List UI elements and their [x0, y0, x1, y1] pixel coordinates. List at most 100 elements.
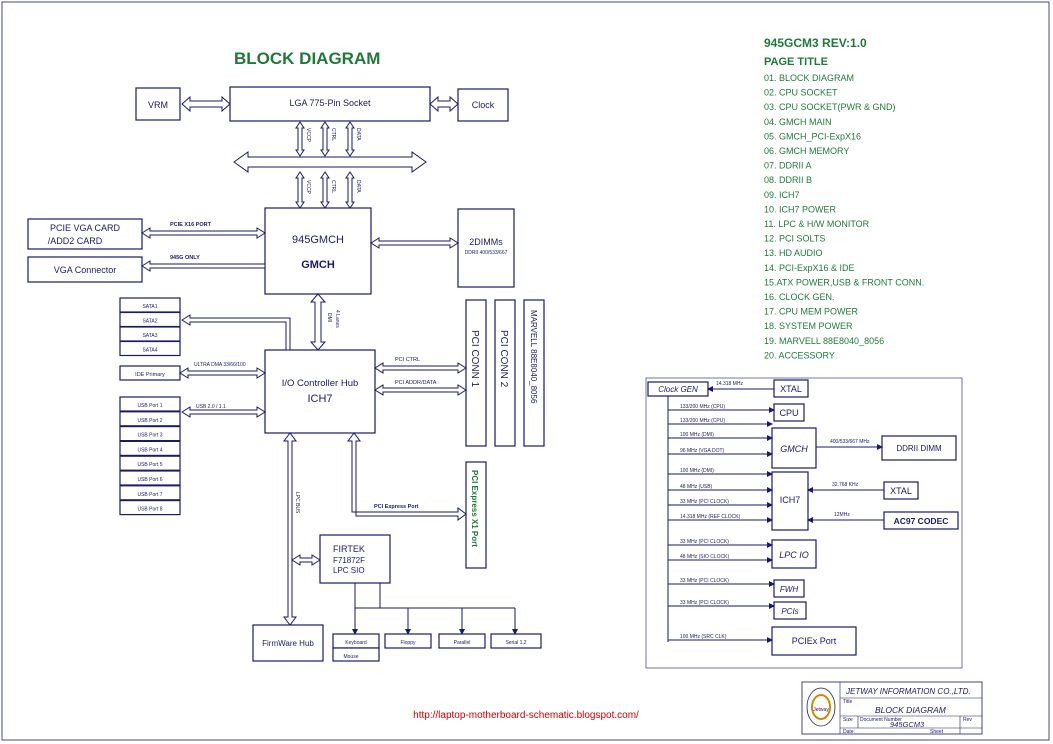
page-index-item: 17. CPU MEM POWER	[764, 307, 859, 317]
fwh-block	[252, 624, 324, 662]
mouse-label: Mouse	[343, 654, 358, 660]
sata-port-label: SATA4	[142, 348, 157, 354]
pcie-vga-label-1: PCIE VGA CARD	[50, 223, 121, 233]
title-field-sheet: Sheet	[930, 729, 944, 735]
pcie-vga-block	[27, 218, 143, 250]
bus-label-ultra-dma: ULTRA DMA 33/66/100	[194, 362, 246, 368]
sata-port-label: SATA1	[142, 304, 157, 310]
page-index-item: 10. ICH7 POWER	[764, 204, 837, 214]
clock-line-label: 48 MHz (USB)	[680, 484, 713, 490]
pci-conn-1-label: PCI CONN 1	[469, 330, 480, 388]
sata-bus-arrow	[181, 314, 291, 351]
clock-line-label: 33 MHz (PCI CLOCK)	[680, 600, 729, 606]
bus-label-pci-ctrl: PCI CTRL	[395, 357, 420, 363]
board-revision: 945GCM3 REV:1.0	[764, 36, 867, 50]
page-index-item: 12. PCI SOLTS	[764, 234, 825, 244]
gmch-dimm-arrow	[370, 237, 459, 249]
pci-addr-arrow	[374, 384, 467, 396]
page-title-header: PAGE TITLE	[764, 56, 828, 68]
clock-line-list: 133/200 MHz (CPU)133/200 MHz (CPU)100 MH…	[668, 404, 775, 643]
ac97-freq: 12MHz	[834, 512, 850, 518]
bus-label-usb: USB 2.0 / 1.1	[196, 404, 226, 410]
gmch-label-1: 945GMCH	[292, 234, 344, 246]
cpu-socket-block	[229, 86, 431, 122]
floppy-block	[384, 633, 432, 649]
bus-label-pci-express: PCI Express Port	[374, 504, 419, 510]
lpc-sio-arrow	[291, 554, 321, 566]
usb-port-label: USB Port 2	[137, 418, 162, 424]
page-index-item: 18. SYSTEM POWER	[764, 321, 853, 331]
clock-line-label: 33 MHz (PCI CLOCK)	[680, 578, 729, 584]
vrm-block	[135, 87, 181, 121]
clk-ich7-block	[771, 471, 809, 531]
gmch-block	[264, 207, 372, 295]
usb-port-box	[119, 470, 181, 486]
page-index-item: 16. CLOCK GEN.	[764, 292, 835, 302]
pci-ctrl-arrow	[374, 362, 467, 374]
clock-line-label: 100 MHz (DMI)	[680, 468, 714, 474]
pcie-x1-label: PCI Express X1 Port	[470, 470, 479, 547]
page-index-item: 06. GMCH MEMORY	[764, 146, 849, 156]
clk-fwh-block	[773, 579, 805, 598]
usb-port-label: USB Port 5	[137, 462, 162, 468]
vrm-socket-arrow	[181, 95, 231, 113]
ddrii-dimm-label: DDRII DIMM	[896, 444, 942, 453]
bus-label-vccp-top: VCCP	[305, 128, 311, 143]
ide-arrow	[179, 367, 266, 379]
title-doc-number: 945GCM3	[890, 720, 925, 729]
sata-port-box	[119, 340, 181, 357]
clock-label: Clock	[472, 100, 495, 110]
title-block	[801, 681, 983, 735]
clk-cpu-label: CPU	[779, 408, 798, 418]
page-index-item: 03. CPU SOCKET(PWR & GND)	[764, 102, 896, 112]
pci-conn-2-label: PCI CONN 2	[498, 330, 509, 388]
page-index-item: 02. CPU SOCKET	[764, 88, 838, 98]
xtal1-freq: 14.318 MHz	[716, 381, 743, 387]
usb-port-label: USB Port 7	[137, 492, 162, 498]
bus-label-dmi: DMI	[326, 313, 332, 322]
sio-block	[319, 534, 391, 584]
clock-line-label: 14.318 MHz (REF CLOCK)	[680, 514, 741, 520]
page-index-item: 13. HD AUDIO	[764, 248, 823, 258]
title-field-title: Title	[843, 699, 852, 705]
page-index-item: 01. BLOCK DIAGRAM	[764, 73, 854, 83]
ide-label: IDE Primary	[135, 372, 165, 378]
title-sheet-name: BLOCK DIAGRAM	[875, 705, 947, 715]
clock-socket-arrow	[429, 95, 459, 113]
usb-port-box	[119, 455, 181, 471]
clock-line-label: 133/200 MHz (CPU)	[680, 418, 725, 424]
clk-lpcio-block	[771, 539, 817, 569]
dimm-block	[457, 208, 515, 288]
footer-url: http://laptop-motherboard-schematic.blog…	[413, 710, 639, 721]
usb-port-box	[119, 500, 181, 516]
analog-vga-arrow	[141, 260, 266, 272]
clk-gmch-label: GMCH	[780, 444, 808, 454]
clk-pcis-label: PCIs	[781, 607, 798, 616]
ich7-label-1: I/O Controller Hub	[282, 378, 359, 389]
ac97-label: AC97 CODEC	[894, 516, 949, 526]
ich7-label-2: ICH7	[307, 393, 332, 405]
clk-ich7-label: ICH7	[780, 495, 801, 505]
clock-line-label: 48 MHz (SIO CLOCK)	[680, 554, 730, 560]
mouse-block	[332, 647, 380, 662]
bus-label-dmi-lanes: 4 Lanes	[334, 310, 340, 328]
pcie-x1-block	[465, 461, 487, 569]
title-field-date: Date:	[843, 729, 855, 735]
dimm-label: 2DIMMs	[469, 237, 503, 247]
pcie-x16-arrow	[141, 227, 266, 239]
parallel-block	[438, 633, 486, 649]
title-field-rev: Rev	[963, 717, 972, 723]
sata-port-label: SATA3	[142, 333, 157, 339]
page-index-item: 08. DDRII B	[764, 175, 812, 185]
clock-line-label: 100 MHz (SRC CLK)	[680, 634, 727, 640]
sio-label-2: F71872F	[333, 556, 365, 565]
ich7-block	[264, 349, 376, 434]
bus-label-analog: 945G ONLY	[170, 255, 200, 261]
sio-label-1: FIRTEK	[333, 544, 365, 554]
xtal2-freq: 32.768 KHz	[832, 482, 859, 488]
pci-express-arrow	[347, 432, 467, 521]
page-index-item: 09. ICH7	[764, 190, 800, 200]
